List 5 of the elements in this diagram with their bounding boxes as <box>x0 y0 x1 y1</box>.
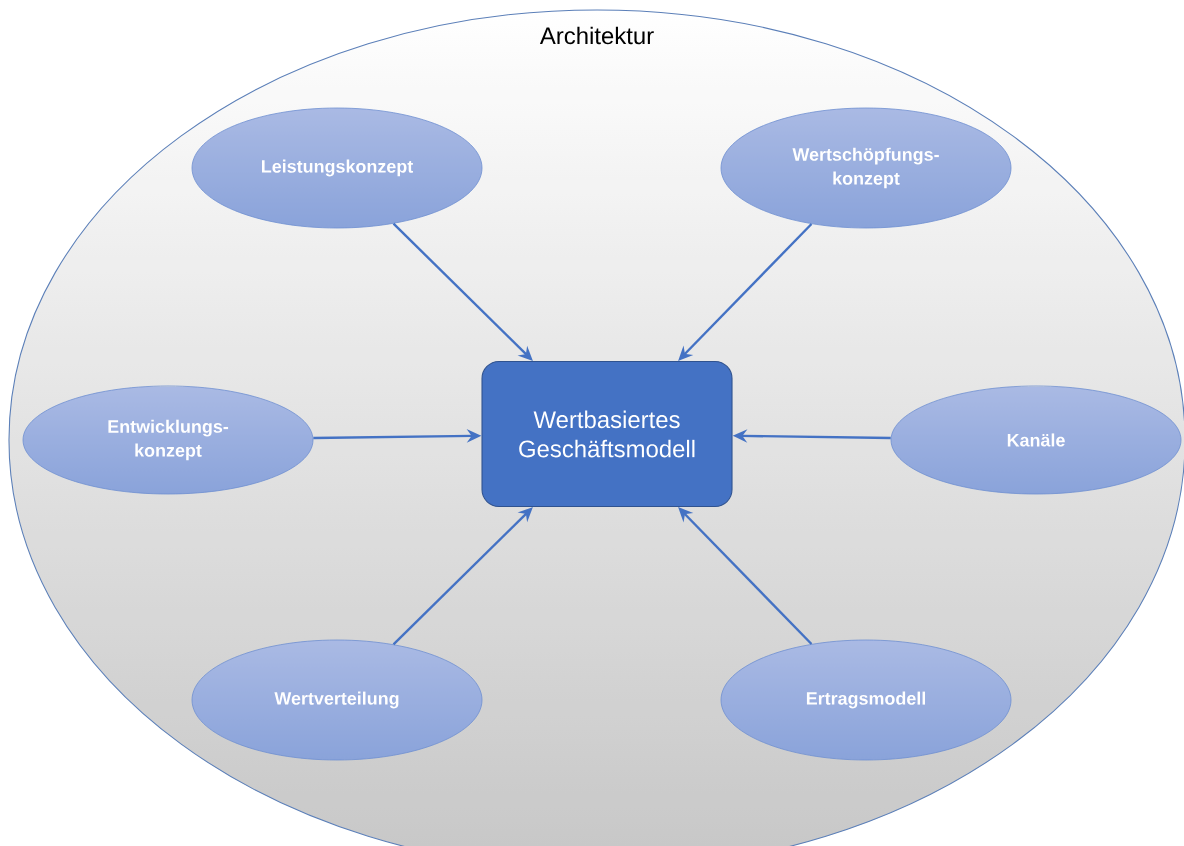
arrow <box>678 507 813 645</box>
center-box: Wertbasiertes Geschäftsmodell <box>481 360 733 508</box>
arrow <box>678 223 813 361</box>
arrow <box>392 507 533 646</box>
arrow <box>392 222 533 361</box>
